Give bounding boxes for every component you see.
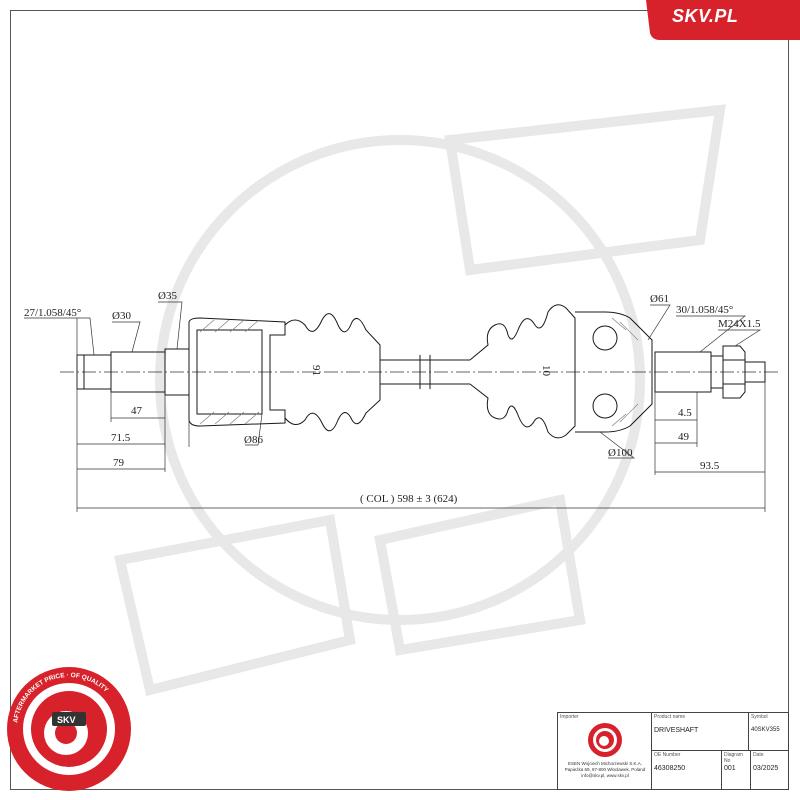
diagram-no-value: 001 [724, 765, 736, 772]
mark-91-label: 91 [310, 365, 322, 376]
dimension-labels: 27/1.058/45° Ø30 Ø35 Ø86 Ø61 30/1.058/45… [24, 290, 761, 505]
len-79-label: 79 [113, 457, 125, 469]
symbol-cell: Symbol 40SKV355 [749, 713, 788, 751]
len-93-5-label: 93.5 [700, 460, 720, 472]
brand-logo-text: SKV.PL [672, 6, 739, 26]
len-4-5-label: 4.5 [678, 407, 692, 419]
hatching [199, 317, 639, 427]
symbol-label: Symbol [751, 714, 768, 720]
thread-label: M24X1.5 [718, 318, 761, 330]
seal-logo: SKV AFTERMARKET PRICE · OF QUALITY AUTO … [7, 667, 131, 791]
d86-label: Ø86 [244, 434, 263, 446]
product-name-cell: Product name DRIVESHAFT [652, 713, 749, 751]
product-name-value: DRIVESHAFT [654, 727, 699, 734]
symbol-value: 40SKV355 [751, 727, 780, 733]
importer-address: ESEN Wojciech Michorzewski S.K.A. Papież… [564, 761, 646, 778]
diagram-no-label: Diagram No [724, 752, 743, 764]
oe-number-value: 46308250 [654, 765, 686, 772]
watermark [113, 104, 726, 697]
oe-number-label: OE Number [654, 752, 681, 758]
len-49-label: 49 [678, 431, 690, 443]
mark-10-label: 10 [540, 365, 552, 377]
date-cell: Date 03/2025 [751, 751, 788, 789]
d61-label: Ø61 [650, 293, 669, 305]
d35-label: Ø35 [158, 290, 177, 302]
drawing-frame [10, 10, 789, 790]
diagram-no-cell: Diagram No 001 [722, 751, 751, 789]
d30-label: Ø30 [112, 310, 131, 322]
len-71-5-label: 71.5 [111, 432, 131, 444]
importer-logo [588, 723, 622, 757]
dimension-lines [24, 301, 766, 512]
d100-label: Ø100 [608, 447, 633, 459]
shaft-outline [76, 304, 766, 439]
product-name-label: Product name [654, 714, 686, 720]
importer-label: Importer [560, 714, 579, 720]
len-47-label: 47 [131, 405, 143, 417]
seal-center-text: SKV [57, 715, 76, 725]
right-spline-label: 30/1.058/45° [676, 304, 733, 316]
date-label: Date [753, 752, 764, 758]
importer-cell: Importer ESEN Wojciech Michorzewski S.K.… [558, 713, 652, 789]
total-length-label: ( COL ) 598 ± 3 (624) [360, 493, 458, 505]
date-value: 03/2025 [753, 765, 779, 772]
title-block: Importer ESEN Wojciech Michorzewski S.K.… [557, 712, 789, 790]
oe-number-cell: OE Number 46308250 [652, 751, 722, 789]
left-spline-label: 27/1.058/45° [24, 307, 81, 319]
brand-tab [646, 0, 800, 40]
